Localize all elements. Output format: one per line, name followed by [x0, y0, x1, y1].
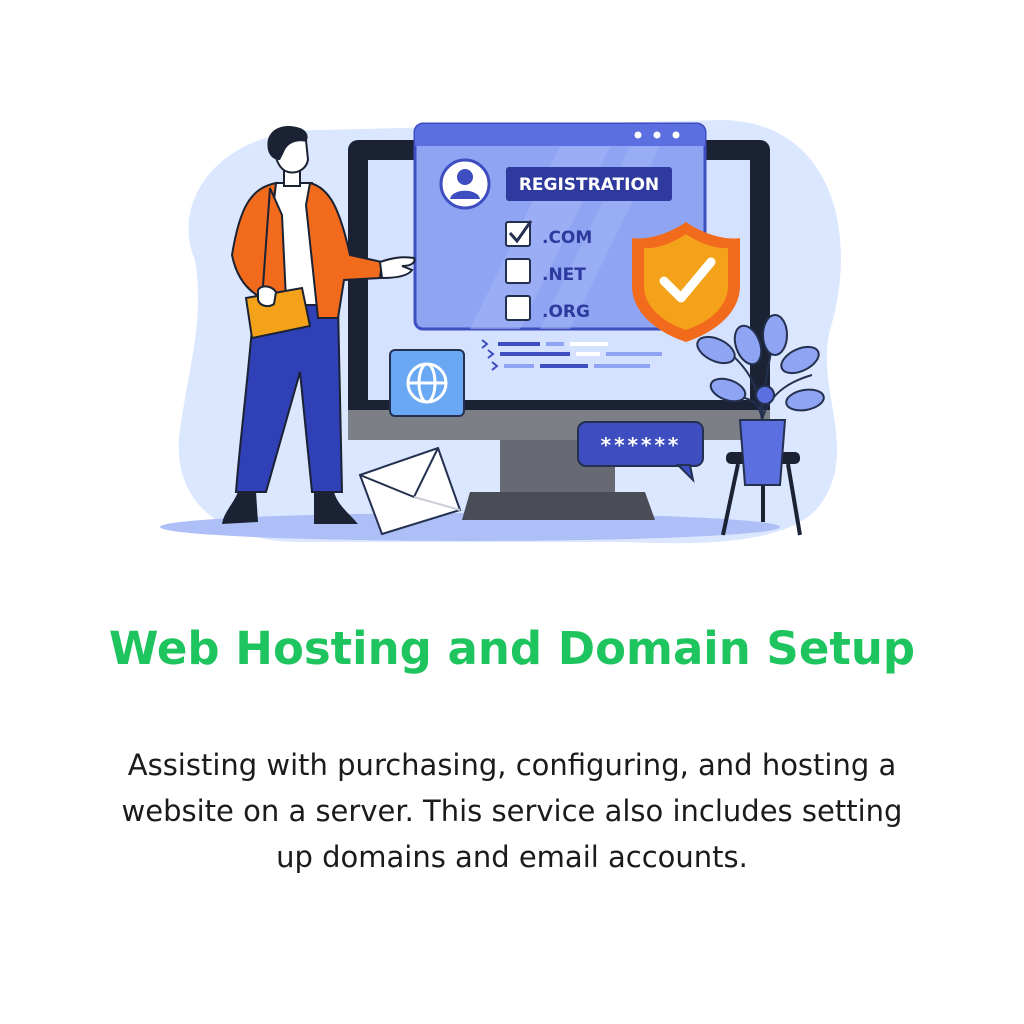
domain-option-com: .COM [542, 228, 592, 248]
page-title: Web Hosting and Domain Setup [108, 622, 916, 675]
checkbox-net[interactable]: .NET [505, 258, 586, 285]
browser-dots-icon [634, 131, 680, 139]
registration-label: REGISTRATION [519, 175, 659, 195]
domain-option-net: .NET [542, 265, 586, 285]
service-description: Assisting with purchasing, configuring, … [121, 748, 903, 874]
checkbox-org[interactable]: .ORG [505, 295, 590, 322]
person-figure [222, 126, 416, 524]
user-icon [439, 158, 491, 210]
registration-badge [506, 167, 672, 201]
globe-icon [389, 349, 465, 417]
password-bubble: ****** [577, 421, 704, 484]
shield-check-icon [632, 222, 740, 342]
envelope-icon [358, 446, 462, 536]
checkbox-com[interactable]: .COM [505, 220, 592, 248]
plant-icon [696, 314, 825, 536]
code-lines [481, 339, 662, 371]
domain-option-org: .ORG [542, 302, 590, 322]
password-mask: ****** [601, 433, 682, 457]
hero-illustration: REGISTRATION .COM .NET .ORG [160, 120, 841, 544]
browser-window: REGISTRATION .COM .NET .ORG [413, 122, 707, 331]
